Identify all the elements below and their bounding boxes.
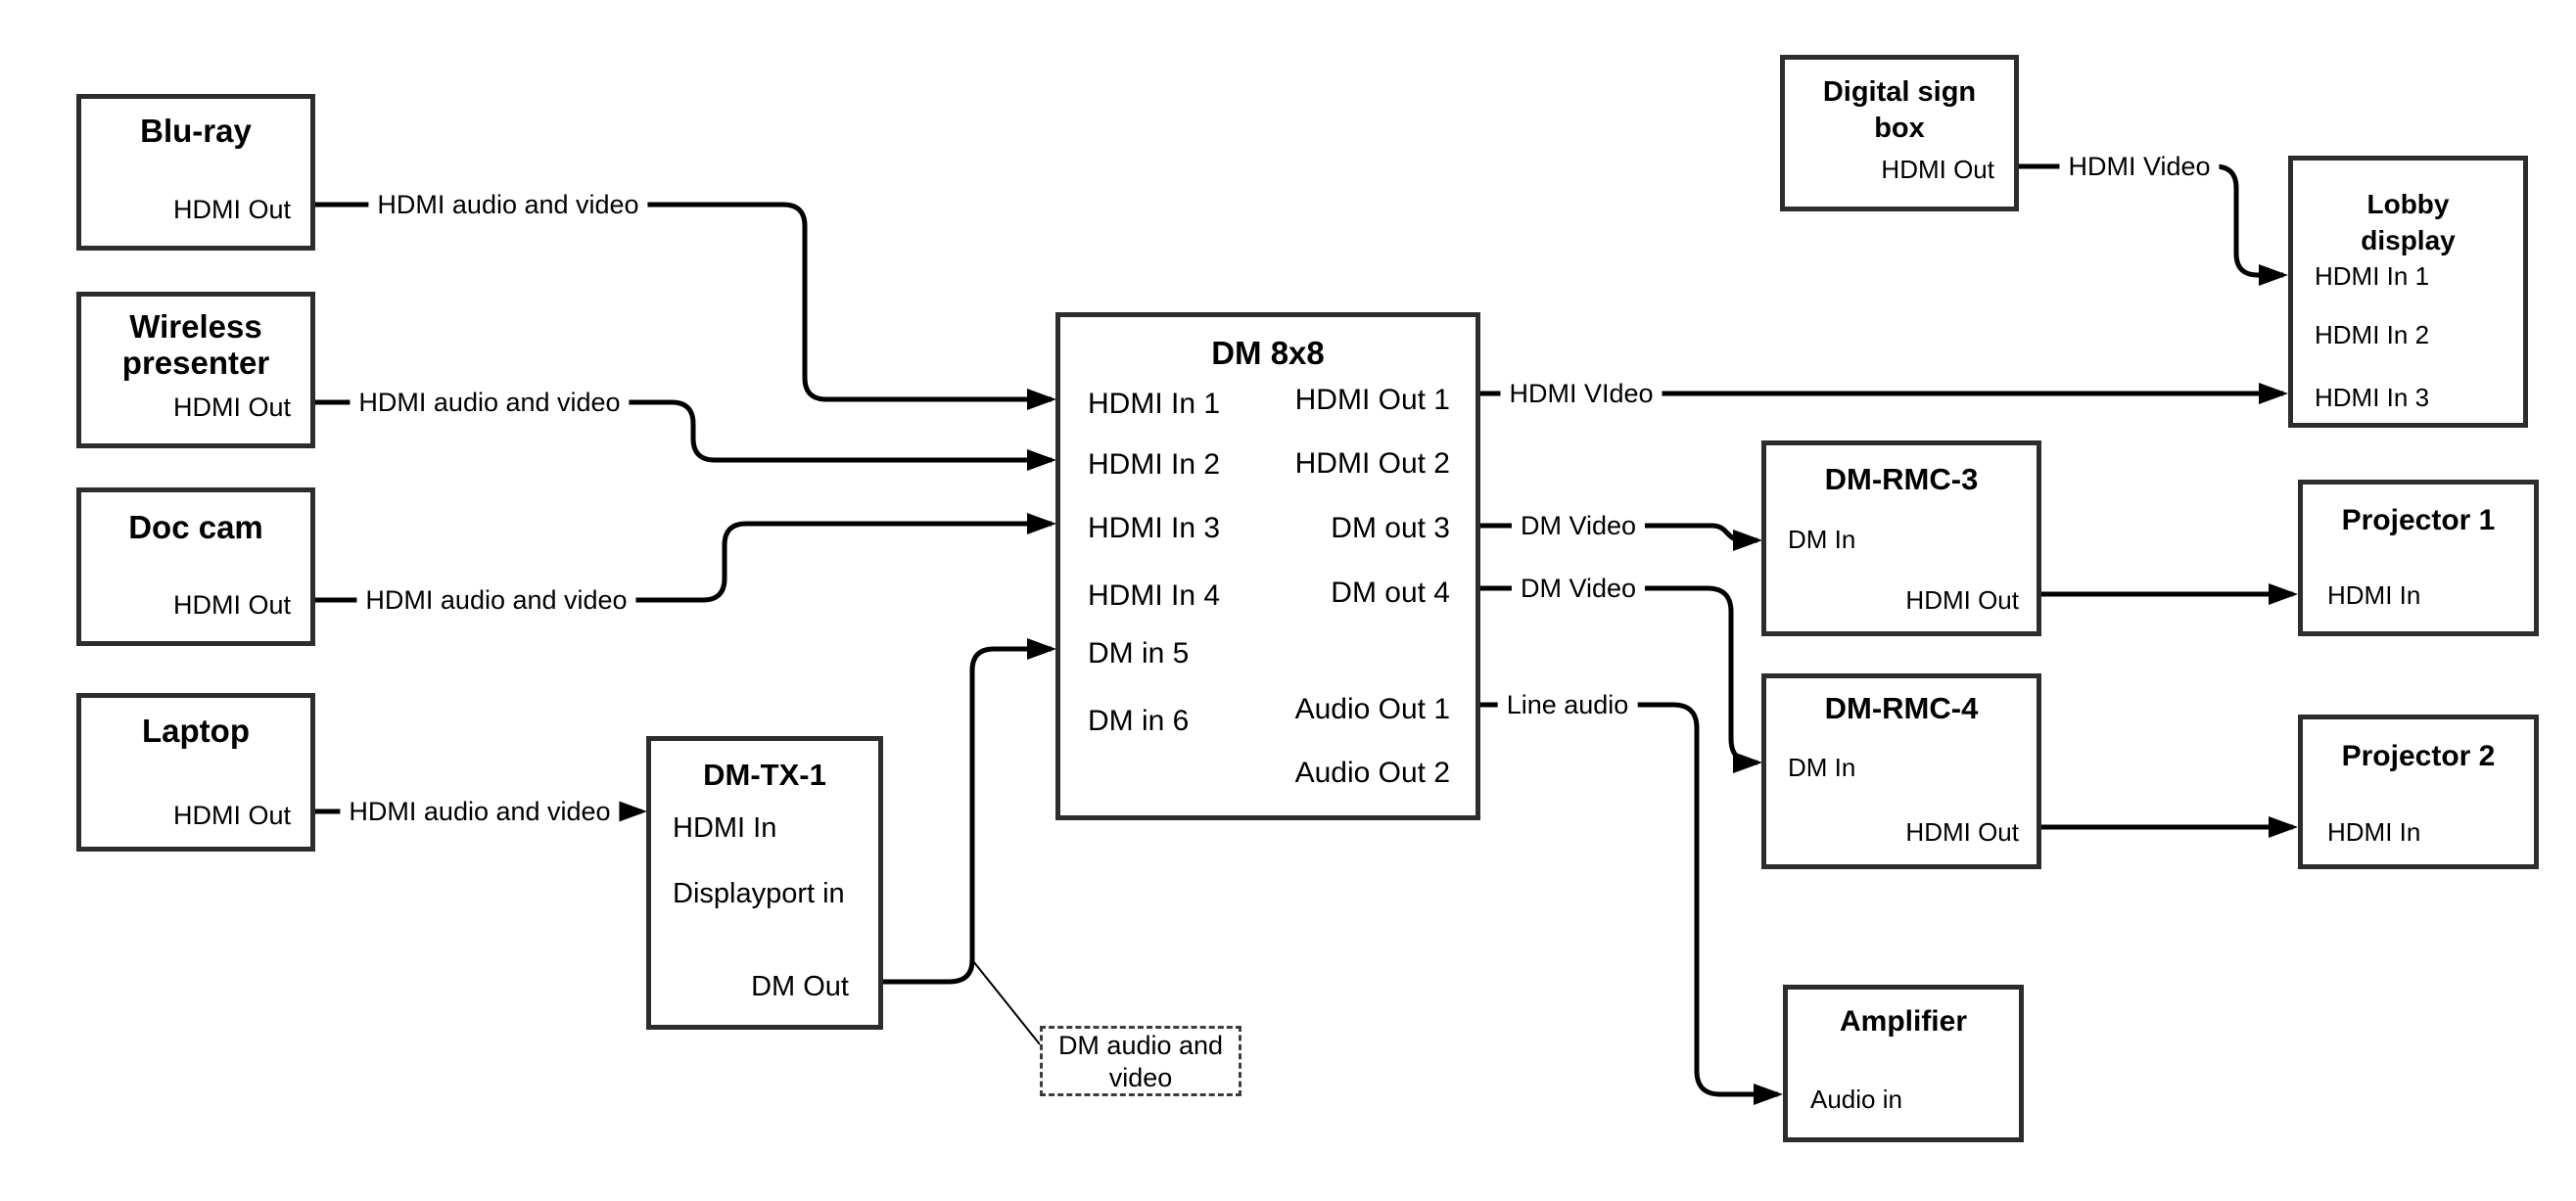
edge-label-hdmi-video-lobby: HDMI VIdeo [1500, 377, 1663, 410]
node-digital-sign-title: Digital sign box [1785, 74, 2014, 147]
node-projector-1-title: Projector 1 [2341, 504, 2496, 536]
arrowhead-hdmiout1-to-lobby [2259, 383, 2288, 404]
node-amplifier-title: Amplifier [1839, 1005, 1968, 1038]
port-lobby-hdmi-in-2: HDMI In 2 [2315, 320, 2430, 349]
edge-label-laptop-hdmi-audio-video: HDMI audio and video [340, 795, 620, 828]
port-dm8x8-audio-out-1: Audio Out 1 [1294, 693, 1450, 725]
node-dm-rmc-4-title: DM-RMC-4 [1824, 691, 1979, 725]
port-lobby-hdmi-in-3: HDMI In 3 [2315, 383, 2430, 412]
edge-dmtx1-to-dm8x8 [883, 646, 1052, 985]
node-wireless-presenter-title: Wireless presenter [81, 308, 310, 381]
arrowhead-bluray-to-dm8x8 [1027, 389, 1056, 410]
node-dm-rmc-4: DM-RMC-4 DM In HDMI Out [1761, 673, 2041, 869]
callout-leader-line [972, 960, 1041, 1045]
node-laptop: Laptop HDMI Out [76, 693, 315, 852]
edge-digitalsign-to-lobby [2019, 163, 2283, 278]
port-amplifier-audio-in: Audio in [1810, 1085, 1902, 1114]
port-dm8x8-hdmi-in-4: HDMI In 4 [1088, 579, 1221, 612]
edge-label-doccam-hdmi-audio-video: HDMI audio and video [356, 583, 636, 617]
port-digitalsign-hdmi-out: HDMI Out [1881, 155, 1994, 184]
node-doc-cam: Doc cam HDMI Out [76, 487, 315, 646]
port-rmc3-hdmi-out: HDMI Out [1905, 585, 2019, 615]
port-rmc3-dm-in: DM In [1788, 525, 1856, 554]
edge-doccam-to-dm8x8 [315, 521, 1052, 603]
node-dm-rmc-3-title: DM-RMC-3 [1824, 462, 1979, 496]
port-bluray-hdmi-out: HDMI Out [172, 195, 291, 224]
port-dm8x8-hdmi-in-2: HDMI In 2 [1088, 448, 1221, 481]
arrowhead-doccam-to-dm8x8 [1027, 513, 1056, 534]
edge-wireless-to-dm8x8 [315, 399, 1052, 463]
arrowhead-audioout1-to-amplifier [1754, 1084, 1783, 1105]
node-projector-2-title: Projector 2 [2341, 740, 2496, 772]
node-digital-sign-box: Digital sign box HDMI Out [1780, 55, 2019, 211]
node-lobby-display-title: Lobby display [2293, 186, 2523, 258]
port-dm8x8-audio-out-2: Audio Out 2 [1294, 757, 1450, 789]
port-wireless-hdmi-out: HDMI Out [172, 393, 291, 422]
node-wireless-presenter-title-line1: Wireless [129, 308, 262, 345]
arrowhead-dmout3-to-rmc3 [1733, 530, 1762, 551]
port-dmtx1-displayport-in: Displayport in [673, 878, 845, 909]
port-projector2-hdmi-in: HDMI In [2327, 817, 2421, 847]
arrowhead-rmc3-to-projector1 [2269, 583, 2298, 605]
port-dm8x8-hdmi-out-1: HDMI Out 1 [1294, 384, 1450, 416]
edge-dmout4-to-rmc4 [1480, 585, 1757, 765]
arrowhead-dmout4-to-rmc4 [1733, 752, 1762, 773]
node-lobby-display: Lobby display HDMI In 1 HDMI In 2 HDMI I… [2288, 156, 2528, 428]
edge-label-dm-video-rmc4: DM Video [1511, 572, 1646, 605]
node-lobby-display-title-line1: Lobby [2366, 189, 2450, 219]
port-dm8x8-hdmi-out-2: HDMI Out 2 [1294, 447, 1450, 480]
node-dm-tx-1: DM-TX-1 HDMI In Displayport in DM Out [646, 736, 883, 1030]
port-dm8x8-hdmi-in-3: HDMI In 3 [1088, 512, 1221, 544]
node-projector-2: Projector 2 HDMI In [2298, 715, 2539, 869]
port-doccam-hdmi-out: HDMI Out [172, 590, 291, 620]
edge-label-dm-video-rmc3: DM Video [1511, 509, 1646, 542]
port-dm8x8-dm-in-6: DM in 6 [1088, 705, 1190, 737]
node-dm-tx-1-title: DM-TX-1 [703, 758, 826, 792]
port-lobby-hdmi-in-1: HDMI In 1 [2315, 261, 2430, 291]
port-dm8x8-dm-out-4: DM out 4 [1331, 577, 1450, 609]
callout-line1: DM audio and [1057, 1031, 1224, 1060]
node-dm-rmc-3: DM-RMC-3 DM In HDMI Out [1761, 440, 2041, 636]
port-dmtx1-dm-out: DM Out [751, 971, 849, 1002]
callout-line2: video [1108, 1063, 1173, 1092]
edge-label-digitalsign-hdmi-video: HDMI Video [2059, 150, 2220, 183]
arrowhead-dmtx1-to-dm8x8 [1027, 638, 1056, 660]
port-laptop-hdmi-out: HDMI Out [172, 801, 291, 830]
node-bluray: Blu-ray HDMI Out [76, 94, 315, 251]
arrowhead-rmc4-to-projector2 [2269, 816, 2298, 838]
edge-bluray-to-dm8x8 [315, 202, 1052, 402]
node-laptop-title: Laptop [142, 713, 250, 749]
node-amplifier: Amplifier Audio in [1783, 985, 2024, 1142]
port-dmtx1-hdmi-in: HDMI In [673, 812, 777, 844]
arrowhead-wireless-to-dm8x8 [1027, 449, 1056, 471]
node-dm-8x8: DM 8x8 HDMI In 1 HDMI In 2 HDMI In 3 HDM… [1055, 312, 1480, 820]
callout-dm-audio-video: DM audio and video [1040, 1026, 1241, 1096]
port-rmc4-hdmi-out: HDMI Out [1905, 817, 2019, 847]
port-dm8x8-hdmi-in-1: HDMI In 1 [1088, 388, 1221, 420]
node-wireless-presenter: Wireless presenter HDMI Out [76, 292, 315, 448]
arrowhead-digitalsign-to-lobby [2259, 264, 2288, 286]
edge-label-line-audio: Line audio [1497, 688, 1638, 721]
node-digital-sign-title-line2: box [1874, 113, 1925, 144]
node-digital-sign-title-line1: Digital sign [1822, 76, 1977, 108]
node-projector-1: Projector 1 HDMI In [2298, 480, 2539, 636]
node-wireless-presenter-title-line2: presenter [121, 345, 270, 381]
port-rmc4-dm-in: DM In [1788, 753, 1856, 782]
node-lobby-display-title-line2: display [2361, 225, 2456, 255]
port-dm8x8-dm-in-5: DM in 5 [1088, 637, 1190, 670]
node-bluray-title: Blu-ray [140, 113, 252, 149]
edge-label-wireless-hdmi-audio-video: HDMI audio and video [350, 386, 630, 419]
node-dm-8x8-title: DM 8x8 [1211, 335, 1325, 371]
edge-audioout1-to-amplifier [1480, 702, 1778, 1097]
port-dm8x8-dm-out-3: DM out 3 [1331, 512, 1450, 544]
edge-label-bluray-hdmi-audio-video: HDMI audio and video [368, 188, 648, 221]
arrowhead-laptop-to-dmtx1 [618, 801, 647, 822]
node-doc-cam-title: Doc cam [128, 509, 263, 545]
port-projector1-hdmi-in: HDMI In [2327, 580, 2421, 610]
